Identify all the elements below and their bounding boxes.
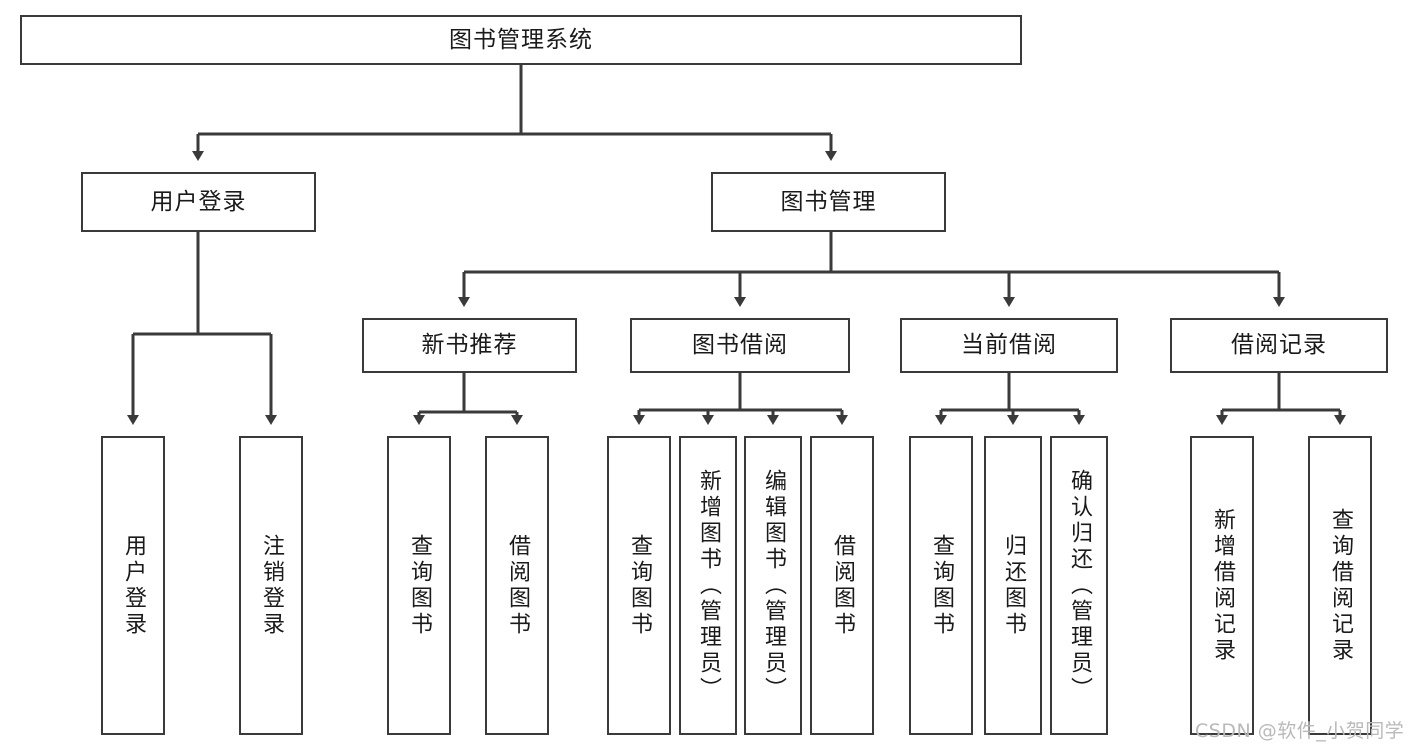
node-level2-user-login-label: 用户登录 — [150, 188, 247, 215]
node-level3-new-book-recommend[interactable]: 新书推荐 — [362, 318, 577, 373]
node-level3-borrow-record-label: 借阅记录 — [1231, 332, 1327, 359]
node-leaf-borrow-book-new[interactable]: 借阅图书 — [485, 436, 549, 735]
node-leaf-return-book[interactable]: 归还图书 — [984, 436, 1042, 735]
node-root[interactable]: 图书管理系统 — [20, 15, 1022, 65]
node-leaf-borrow-book-new-label: 借阅图书 — [505, 533, 530, 638]
node-leaf-user-login-label: 用户登录 — [121, 533, 146, 638]
node-leaf-add-borrow-record-label: 新增借阅记录 — [1210, 507, 1235, 664]
node-level3-current-borrow-label: 当前借阅 — [961, 332, 1057, 359]
node-leaf-query-book-current-label: 查询图书 — [929, 533, 954, 638]
node-leaf-logout-label: 注销登录 — [259, 533, 284, 638]
node-level3-book-borrow-label: 图书借阅 — [692, 332, 788, 359]
node-leaf-query-book-new[interactable]: 查询图书 — [387, 436, 451, 735]
node-leaf-add-book-admin[interactable]: 新增图书（管理员） — [679, 436, 737, 735]
node-root-label: 图书管理系统 — [449, 26, 593, 53]
node-leaf-add-borrow-record[interactable]: 新增借阅记录 — [1190, 436, 1254, 735]
node-leaf-confirm-return-admin[interactable]: 确认归还（管理员） — [1050, 436, 1108, 735]
node-leaf-query-borrow-record-label: 查询借阅记录 — [1328, 507, 1353, 664]
node-level2-book-management[interactable]: 图书管理 — [711, 172, 946, 232]
node-leaf-borrow-book[interactable]: 借阅图书 — [810, 436, 874, 735]
node-leaf-query-book-current[interactable]: 查询图书 — [909, 436, 973, 735]
node-leaf-edit-book-admin[interactable]: 编辑图书（管理员） — [744, 436, 802, 735]
node-leaf-query-book-new-label: 查询图书 — [407, 533, 432, 638]
node-leaf-query-book-borrow[interactable]: 查询图书 — [607, 436, 671, 735]
node-level2-book-management-label: 图书管理 — [780, 188, 877, 215]
node-leaf-edit-book-admin-label: 编辑图书（管理员） — [761, 468, 786, 703]
node-leaf-query-book-borrow-label: 查询图书 — [627, 533, 652, 638]
node-level3-book-borrow[interactable]: 图书借阅 — [630, 318, 850, 373]
node-leaf-return-book-label: 归还图书 — [1001, 533, 1026, 638]
node-level2-user-login[interactable]: 用户登录 — [81, 172, 316, 232]
node-leaf-confirm-return-admin-label: 确认归还（管理员） — [1067, 468, 1092, 703]
csdn-watermark: CSDN @软件_小贺同学 — [1195, 720, 1405, 742]
node-level3-new-book-recommend-label: 新书推荐 — [421, 332, 518, 359]
node-leaf-borrow-book-label: 借阅图书 — [830, 533, 855, 638]
node-level3-borrow-record[interactable]: 借阅记录 — [1170, 318, 1388, 373]
node-leaf-add-book-admin-label: 新增图书（管理员） — [696, 468, 721, 703]
node-leaf-logout[interactable]: 注销登录 — [239, 436, 303, 735]
node-level3-current-borrow[interactable]: 当前借阅 — [900, 318, 1118, 373]
node-leaf-user-login[interactable]: 用户登录 — [101, 436, 165, 735]
node-leaf-query-borrow-record[interactable]: 查询借阅记录 — [1308, 436, 1372, 735]
